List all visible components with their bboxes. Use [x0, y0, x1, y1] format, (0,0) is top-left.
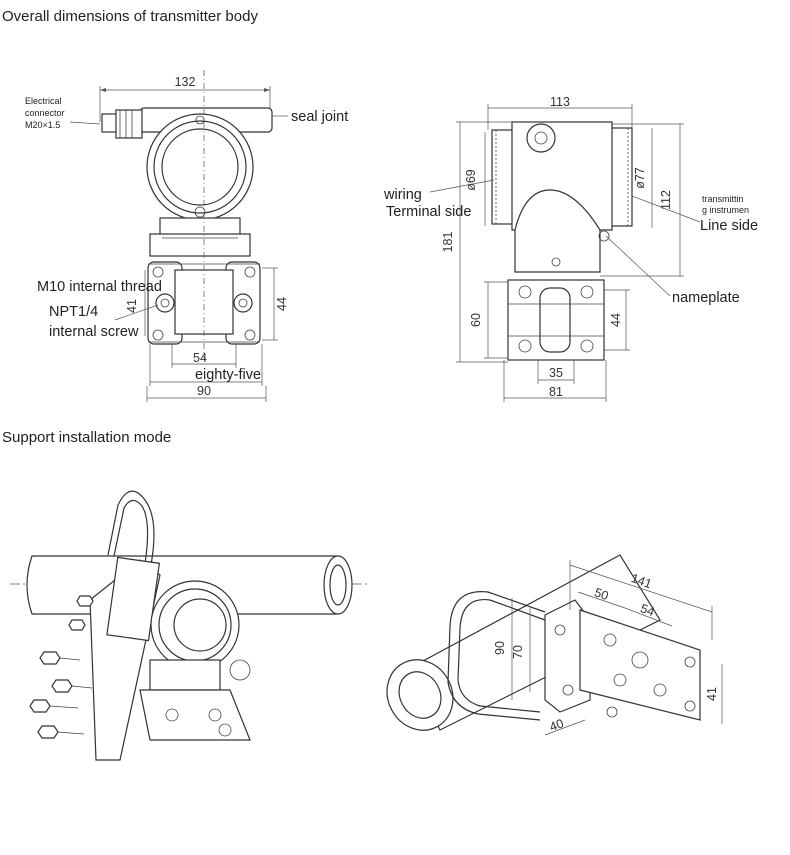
dim-60: 60	[469, 313, 483, 327]
label-terminal-side: Terminal side	[386, 204, 471, 220]
dim-40: 40	[548, 716, 566, 734]
dim-132: 132	[175, 75, 196, 89]
label-npt: NPT1/4	[49, 304, 98, 320]
dim-54-bracket: 54	[638, 601, 656, 619]
dim-141: 141	[629, 571, 653, 591]
label-seal-joint: seal joint	[291, 109, 348, 125]
label-internal-screw: internal screw	[49, 324, 139, 340]
dim-90-front: 90	[197, 384, 211, 398]
label-transmitting-2: g instrumen	[702, 205, 749, 215]
dim-112: 112	[659, 190, 673, 210]
label-m10-thread: M10 internal thread	[37, 279, 162, 295]
dim-44-side: 44	[609, 313, 623, 327]
label-electrical-connector: Electrical	[25, 96, 62, 106]
dim-54-front: 54	[193, 351, 207, 365]
label-nameplate: nameplate	[672, 290, 740, 306]
dim-81: 81	[549, 385, 563, 399]
dim-41-bracket: 41	[705, 687, 719, 701]
dim-35: 35	[549, 366, 563, 380]
side-view: 113 ø69 ø77 112 18	[383, 95, 758, 402]
heading-support-installation: Support installation mode	[2, 429, 172, 446]
bolts	[29, 595, 94, 739]
dim-70: 70	[511, 645, 525, 659]
dim-113: 113	[550, 95, 570, 109]
label-electrical-connector-3: M20×1.5	[25, 120, 60, 130]
label-line-side: Line side	[700, 218, 758, 234]
label-wiring: wiring	[383, 187, 422, 203]
dim-77: ø77	[633, 167, 647, 189]
dim-50: 50	[592, 585, 610, 603]
dim-44-front: 44	[275, 297, 289, 311]
installation-view-right: 141 50 54 90 70 40 41	[386, 554, 723, 736]
dim-90-bracket: 90	[493, 641, 507, 655]
label-electrical-connector-2: connector	[25, 108, 65, 118]
dim-181: 181	[441, 232, 455, 253]
front-view: 132 41	[25, 70, 348, 402]
installation-view-left	[10, 490, 370, 761]
label-transmitting-1: transmittin	[702, 194, 744, 204]
dim-41: 41	[125, 299, 139, 313]
heading-overall-dimensions: Overall dimensions of transmitter body	[2, 8, 258, 25]
dim-85: eighty-five	[195, 367, 261, 383]
dim-69: ø69	[464, 169, 478, 191]
